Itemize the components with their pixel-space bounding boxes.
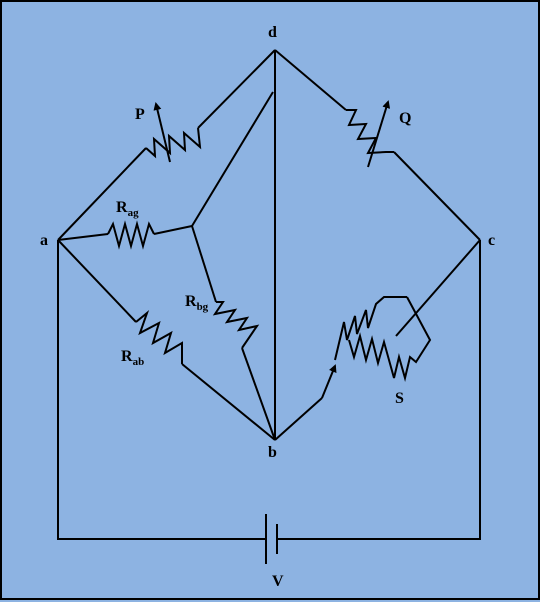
branch-b-c (274, 239, 481, 441)
node-label-a: a (40, 232, 48, 249)
branch-g-b (191, 225, 276, 441)
label-V: V (272, 573, 284, 590)
branch-d-c (274, 49, 481, 241)
resistor-S-back (348, 296, 432, 382)
variable-arrow-Q (367, 100, 391, 168)
label-P: P (135, 106, 145, 123)
label-R-ab: Rab (121, 348, 144, 368)
branch-a-b (57, 239, 276, 441)
variable-arrow-P (153, 102, 171, 163)
resistor-R-ab (135, 309, 183, 364)
branch-a-g (57, 220, 193, 250)
resistor-Q (346, 109, 394, 155)
label-Q: Q (399, 110, 411, 127)
node-label-d: d (268, 24, 277, 41)
battery-loop (57, 240, 481, 564)
node-label-c: c (488, 232, 495, 249)
resistor-R-ag (107, 220, 155, 250)
label-R-bg: Rbg (185, 293, 209, 313)
variable-arrow-S (321, 364, 337, 399)
label-S: S (395, 390, 404, 407)
node-label-b: b (268, 444, 277, 461)
label-R-ag: Rag (116, 199, 139, 219)
wire-g-d (191, 91, 274, 227)
resistor-R-bg (212, 301, 260, 349)
branch-a-d (57, 49, 276, 241)
resistor-S-front (334, 296, 407, 361)
resistor-P (145, 127, 202, 159)
